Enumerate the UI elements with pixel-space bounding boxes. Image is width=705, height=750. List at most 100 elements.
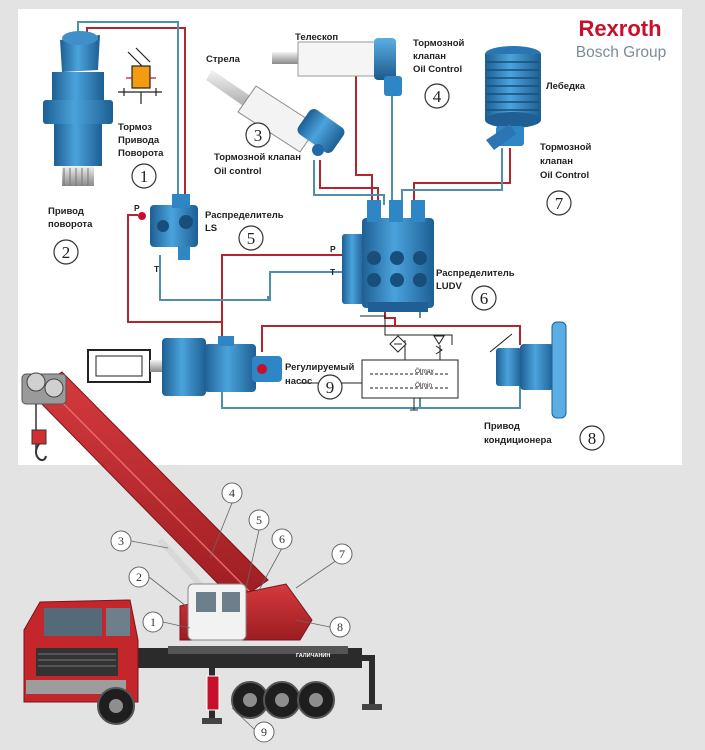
crane-callout-6: 6: [271, 528, 293, 550]
svg-text:1: 1: [150, 615, 156, 629]
ludv-distributor: [342, 200, 434, 312]
label-1-line2: Привода: [118, 135, 160, 146]
circle-7: 7: [546, 190, 572, 216]
crane-callout-circles: 1 2 3 4 5 6 7 8 9: [110, 482, 353, 743]
port-p-ls: P: [134, 203, 140, 213]
circle-9: 9: [317, 374, 343, 400]
svg-text:4: 4: [433, 87, 442, 106]
label-7-valve-line3: Oil Control: [540, 170, 589, 181]
crane-callout-3: 3: [110, 530, 132, 552]
oil-tank: [361, 335, 459, 411]
label-4: Телескоп: [295, 32, 338, 43]
svg-text:6: 6: [279, 532, 285, 546]
truck-windshield: [44, 608, 102, 636]
boom-cylinder: [206, 70, 345, 156]
label-3: Стрела: [206, 54, 241, 65]
return-line-pump: [221, 386, 421, 409]
svg-text:1: 1: [140, 167, 149, 186]
circle-3: 3: [245, 122, 271, 148]
crane-hook-block: [31, 429, 47, 445]
crane-hook: [35, 443, 47, 462]
svg-text:3: 3: [118, 534, 124, 548]
label-5-line1: Распределитель: [205, 210, 284, 221]
crane-callout-8: 8: [329, 616, 351, 638]
label-8-line1: Привод: [484, 421, 520, 432]
label-9-line1: Регулируемый: [285, 362, 355, 373]
svg-text:8: 8: [588, 429, 597, 448]
component-labels: Тормоз Привода Поворота Привод поворота …: [48, 32, 592, 446]
pressure-line-main: [221, 254, 345, 370]
brand-group: Bosch Group: [576, 44, 666, 61]
svg-text:9: 9: [261, 725, 267, 739]
label-3-valve-line1: Тормозной клапан: [214, 152, 301, 163]
truck-grille: [36, 648, 118, 676]
pilot-line-tank: [360, 315, 453, 345]
label-2-line1: Привод: [48, 206, 84, 217]
svg-text:4: 4: [229, 486, 235, 500]
label-6-line2: LUDV: [436, 281, 463, 292]
telescope-cylinder: [272, 38, 402, 96]
rexroth-logo: Rexroth Bosch Group: [576, 16, 666, 61]
label-1-line1: Тормоз: [118, 122, 152, 133]
crane-callout-lines: [130, 502, 338, 730]
winch: [485, 46, 541, 150]
svg-text:2: 2: [62, 243, 71, 262]
label-8-line2: кондиционера: [484, 435, 552, 446]
pressure-line-winch: [413, 148, 511, 205]
cooler-drive: [489, 321, 567, 419]
svg-text:7: 7: [555, 194, 564, 213]
circle-1: 1: [131, 163, 157, 189]
label-2-line2: поворота: [48, 219, 93, 230]
return-line-boom: [313, 160, 385, 205]
label-4-valve-line2: клапан: [413, 51, 446, 62]
svg-text:9: 9: [326, 378, 335, 397]
svg-text:7: 7: [339, 547, 345, 561]
pressure-line-ls: [127, 214, 222, 323]
label-5-line2: LS: [205, 223, 217, 234]
pressure-line-boom: [319, 160, 379, 205]
tank-min-mark: Ölmin: [415, 381, 432, 389]
crane-callout-2: 2: [128, 566, 150, 588]
pressure-line-cooler: [261, 325, 521, 352]
label-9-line2: насос: [285, 376, 312, 387]
label-4-valve-line3: Oil Control: [413, 64, 462, 75]
crane-callout-7: 7: [331, 543, 353, 565]
port-p-ludv: P: [330, 244, 336, 254]
return-line-ls: [159, 255, 345, 301]
crane-outrigger-rear: [332, 655, 375, 706]
crane-callout-5: 5: [248, 509, 270, 531]
circle-8: 8: [579, 425, 605, 451]
brand-name: Rexroth: [578, 16, 661, 41]
svg-text:2: 2: [136, 570, 142, 584]
circle-6: 6: [471, 285, 497, 311]
circle-2: 2: [53, 239, 79, 265]
circle-4: 4: [424, 83, 450, 109]
port-t-ludv: T: [330, 267, 336, 277]
label-7-valve-line2: клапан: [540, 156, 573, 167]
swing-brake-symbol: [118, 47, 162, 104]
tank-max-mark: Ölmax: [415, 367, 435, 375]
number-circles: 1 2 3 4 5 6 7 8 9: [53, 83, 605, 451]
return-line-cooler: [420, 382, 521, 409]
return-line-winch: [401, 148, 503, 205]
cab-lettering: ГАЛИЧАНИН: [296, 653, 330, 659]
return-line-swing: [77, 21, 179, 200]
label-7: Лебедка: [546, 81, 586, 92]
hydraulic-lines: [77, 21, 521, 409]
port-t-ls: T: [154, 264, 160, 274]
crane-callout-1: 1: [142, 611, 164, 633]
label-4-valve-line1: Тормозной: [413, 38, 465, 49]
svg-text:5: 5: [256, 513, 262, 527]
swing-drive: [43, 31, 113, 186]
variable-pump: [87, 336, 282, 396]
ls-distributor: [138, 194, 198, 260]
svg-text:8: 8: [337, 620, 343, 634]
label-3-valve-line2: Oil control: [214, 166, 262, 177]
crane-callout-4: 4: [221, 482, 243, 504]
svg-text:3: 3: [254, 126, 263, 145]
svg-text:6: 6: [480, 289, 489, 308]
circle-5: 5: [238, 225, 264, 251]
label-1-line3: Поворота: [118, 148, 164, 159]
label-6-line1: Распределитель: [436, 268, 515, 279]
